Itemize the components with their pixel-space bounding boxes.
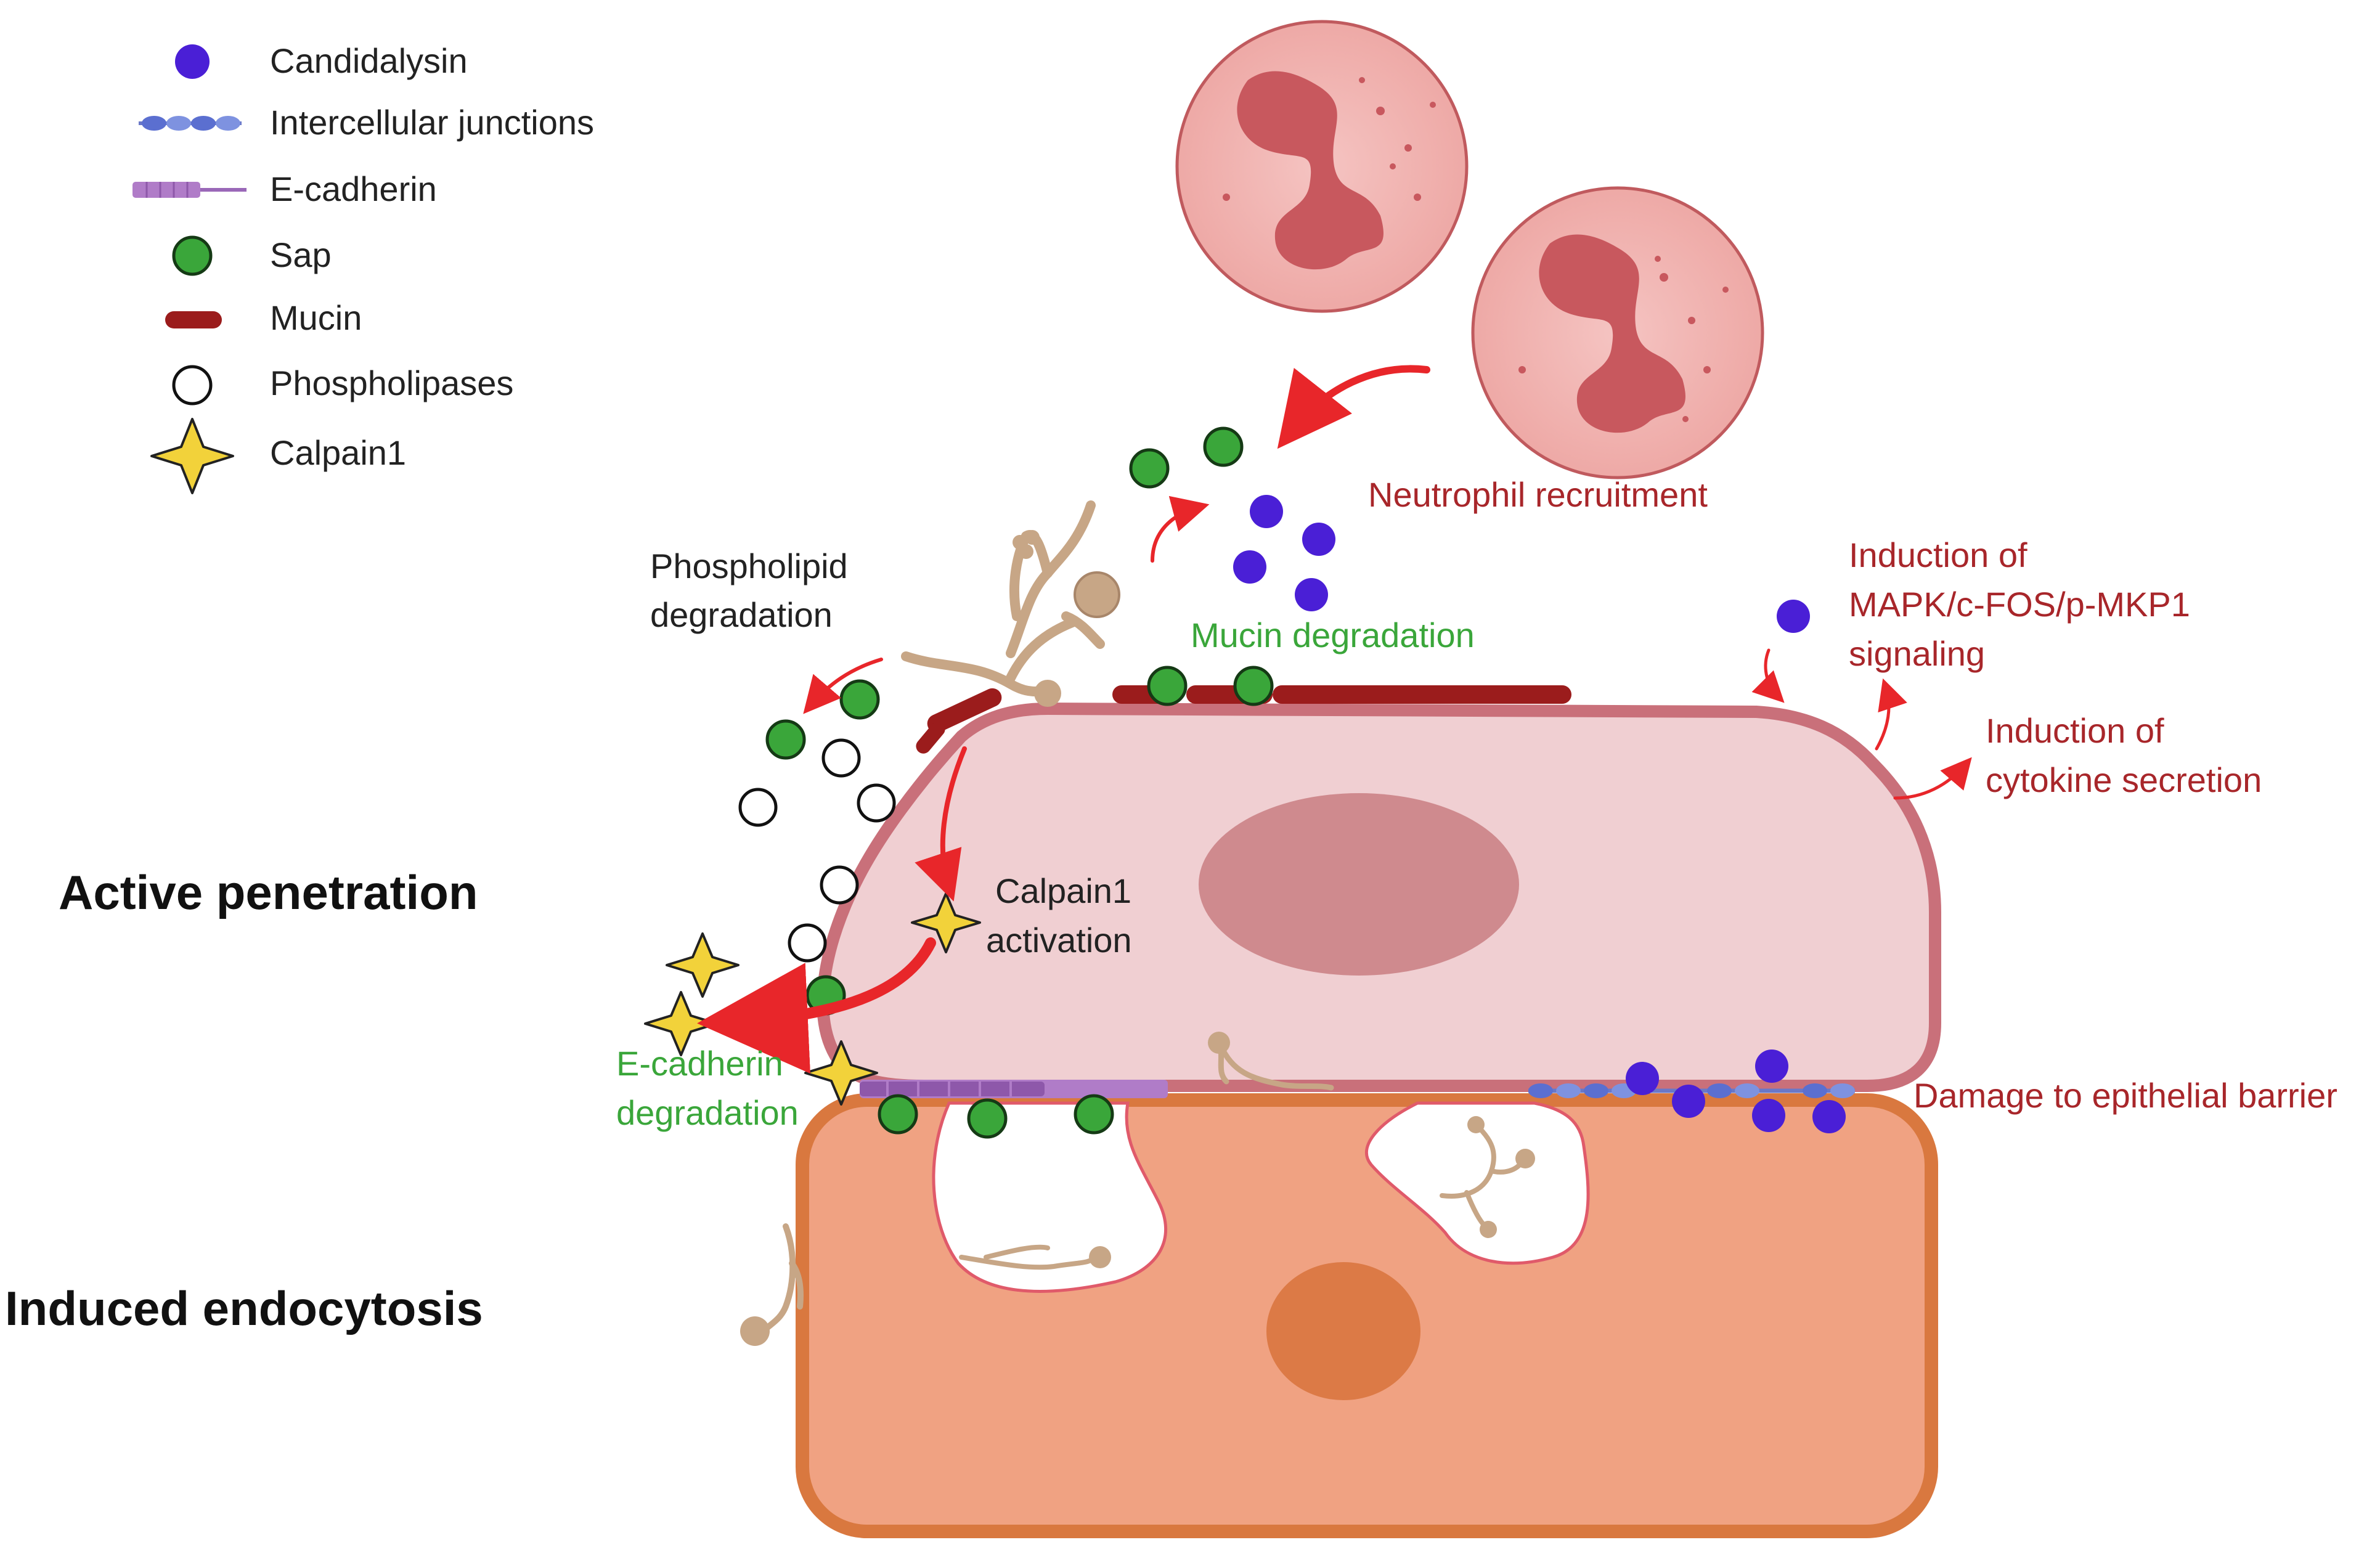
phospholipid-arrow — [803, 658, 883, 714]
hypha-to-sap-arrow — [1151, 495, 1210, 563]
cytokine-label-line1: Induction of — [1986, 711, 2164, 750]
mapk-label-line3: signaling — [1849, 634, 1985, 673]
arrows — [697, 365, 1972, 1074]
hypha-left-pocket-spore — [1089, 1246, 1111, 1268]
mapk-label-line2: MAPK/c-FOS/p-MKP1 — [1849, 585, 2190, 624]
legend-junctions-label: Intercellular junctions — [270, 103, 594, 142]
hypha-right-pocket-spore-2 — [1467, 1116, 1485, 1133]
sap-molecules — [765, 426, 1274, 1139]
ecadherin-degradation-label-line1: E-cadherin — [616, 1044, 783, 1083]
active-penetration-label: Active penetration — [59, 865, 478, 919]
hypha-right-pocket-spore-3 — [1480, 1221, 1497, 1238]
legend-ecadherin-label: E-cadherin — [270, 169, 437, 208]
lower-cell-nucleus — [1266, 1262, 1420, 1400]
neutrophil-recruitment-label: Neutrophil recruitment — [1368, 475, 1708, 514]
legend-sap-label: Sap — [270, 235, 332, 274]
calpain-activation-arrow — [915, 746, 967, 902]
phospholipase-icon — [172, 365, 213, 406]
candidalysin-molecules — [1233, 495, 1846, 1133]
cytokine-arrow — [1893, 757, 1972, 800]
cytokine-label-line2: cytokine secretion — [1986, 760, 2262, 799]
ecadherin-degradation-label-line2: degradation — [616, 1093, 799, 1132]
epithelial-barrier-label: Damage to epithelial barrier — [1913, 1076, 2337, 1115]
induced-endocytosis-label: Induced endocytosis — [5, 1281, 483, 1335]
hypha-right-pocket-spore-1 — [1515, 1149, 1535, 1168]
legend-candidalysin-label: Candidalysin — [270, 41, 468, 80]
ecadherin-degradation-arrow — [697, 937, 936, 1074]
mapk-arrow — [1875, 678, 1907, 751]
intercellular-junction-icon — [139, 116, 242, 131]
mucin-icon — [165, 311, 222, 328]
mucin-degradation-label: Mucin degradation — [1191, 616, 1475, 654]
endocytic-pocket-left — [932, 1101, 1168, 1293]
sap-icon — [172, 235, 213, 276]
neutrophil-top — [1175, 20, 1469, 313]
mapk-label-line1: Induction of — [1849, 536, 2027, 574]
phospholipid-label-line2: degradation — [650, 595, 833, 634]
e-cadherin-icon — [132, 182, 247, 198]
hypha-left-outside — [758, 1223, 804, 1337]
lower-epithelial-cell — [796, 1093, 1938, 1538]
calpain-activation-label-line1: Calpain1 — [995, 871, 1131, 910]
mucin-layer — [916, 685, 1571, 754]
candidalysin-icon — [175, 44, 210, 79]
legend-candidalysin: Candidalysin — [175, 41, 468, 80]
hypha-top — [901, 500, 1105, 696]
calpain1-icon — [150, 418, 234, 494]
hypha-left-pocket — [959, 1244, 1093, 1270]
legend-mucin: Mucin — [165, 298, 362, 337]
labels: Phospholipid degradation Mucin degradati… — [5, 475, 2337, 1335]
legend-phospholipases-label: Phospholipases — [270, 364, 513, 402]
legend-junctions: Intercellular junctions — [139, 103, 594, 142]
legend: Candidalysin Intercellular junctions E-c… — [132, 41, 594, 494]
candidalysin-to-cell-arrow — [1751, 648, 1785, 703]
upper-cell-nucleus — [1199, 793, 1519, 976]
upper-epithelial-cell — [817, 702, 1941, 1092]
phospholipid-label-line1: Phospholipid — [650, 547, 848, 585]
ecadherin-strip — [860, 1080, 1168, 1098]
neutrophil-bottom — [1471, 186, 1764, 479]
hypha-top-spore-2 — [1034, 680, 1061, 707]
hypha-top-bud — [1013, 530, 1040, 559]
legend-mucin-label: Mucin — [270, 298, 362, 337]
phospholipase-molecules — [738, 738, 896, 963]
hypha-small-cell-spore — [1208, 1032, 1230, 1054]
calpain-activation-label-line2: activation — [986, 921, 1132, 960]
hypha-left-spore — [740, 1316, 770, 1346]
legend-sap: Sap — [172, 235, 332, 276]
legend-calpain1-label: Calpain1 — [270, 433, 406, 472]
legend-calpain1: Calpain1 — [150, 418, 406, 494]
hypha-top-spore-1 — [1074, 571, 1120, 618]
legend-ecadherin: E-cadherin — [132, 169, 437, 208]
legend-phospholipases: Phospholipases — [172, 364, 513, 406]
endocytic-pocket-right — [1365, 1101, 1590, 1265]
neutrophil-arrow — [1277, 365, 1430, 449]
